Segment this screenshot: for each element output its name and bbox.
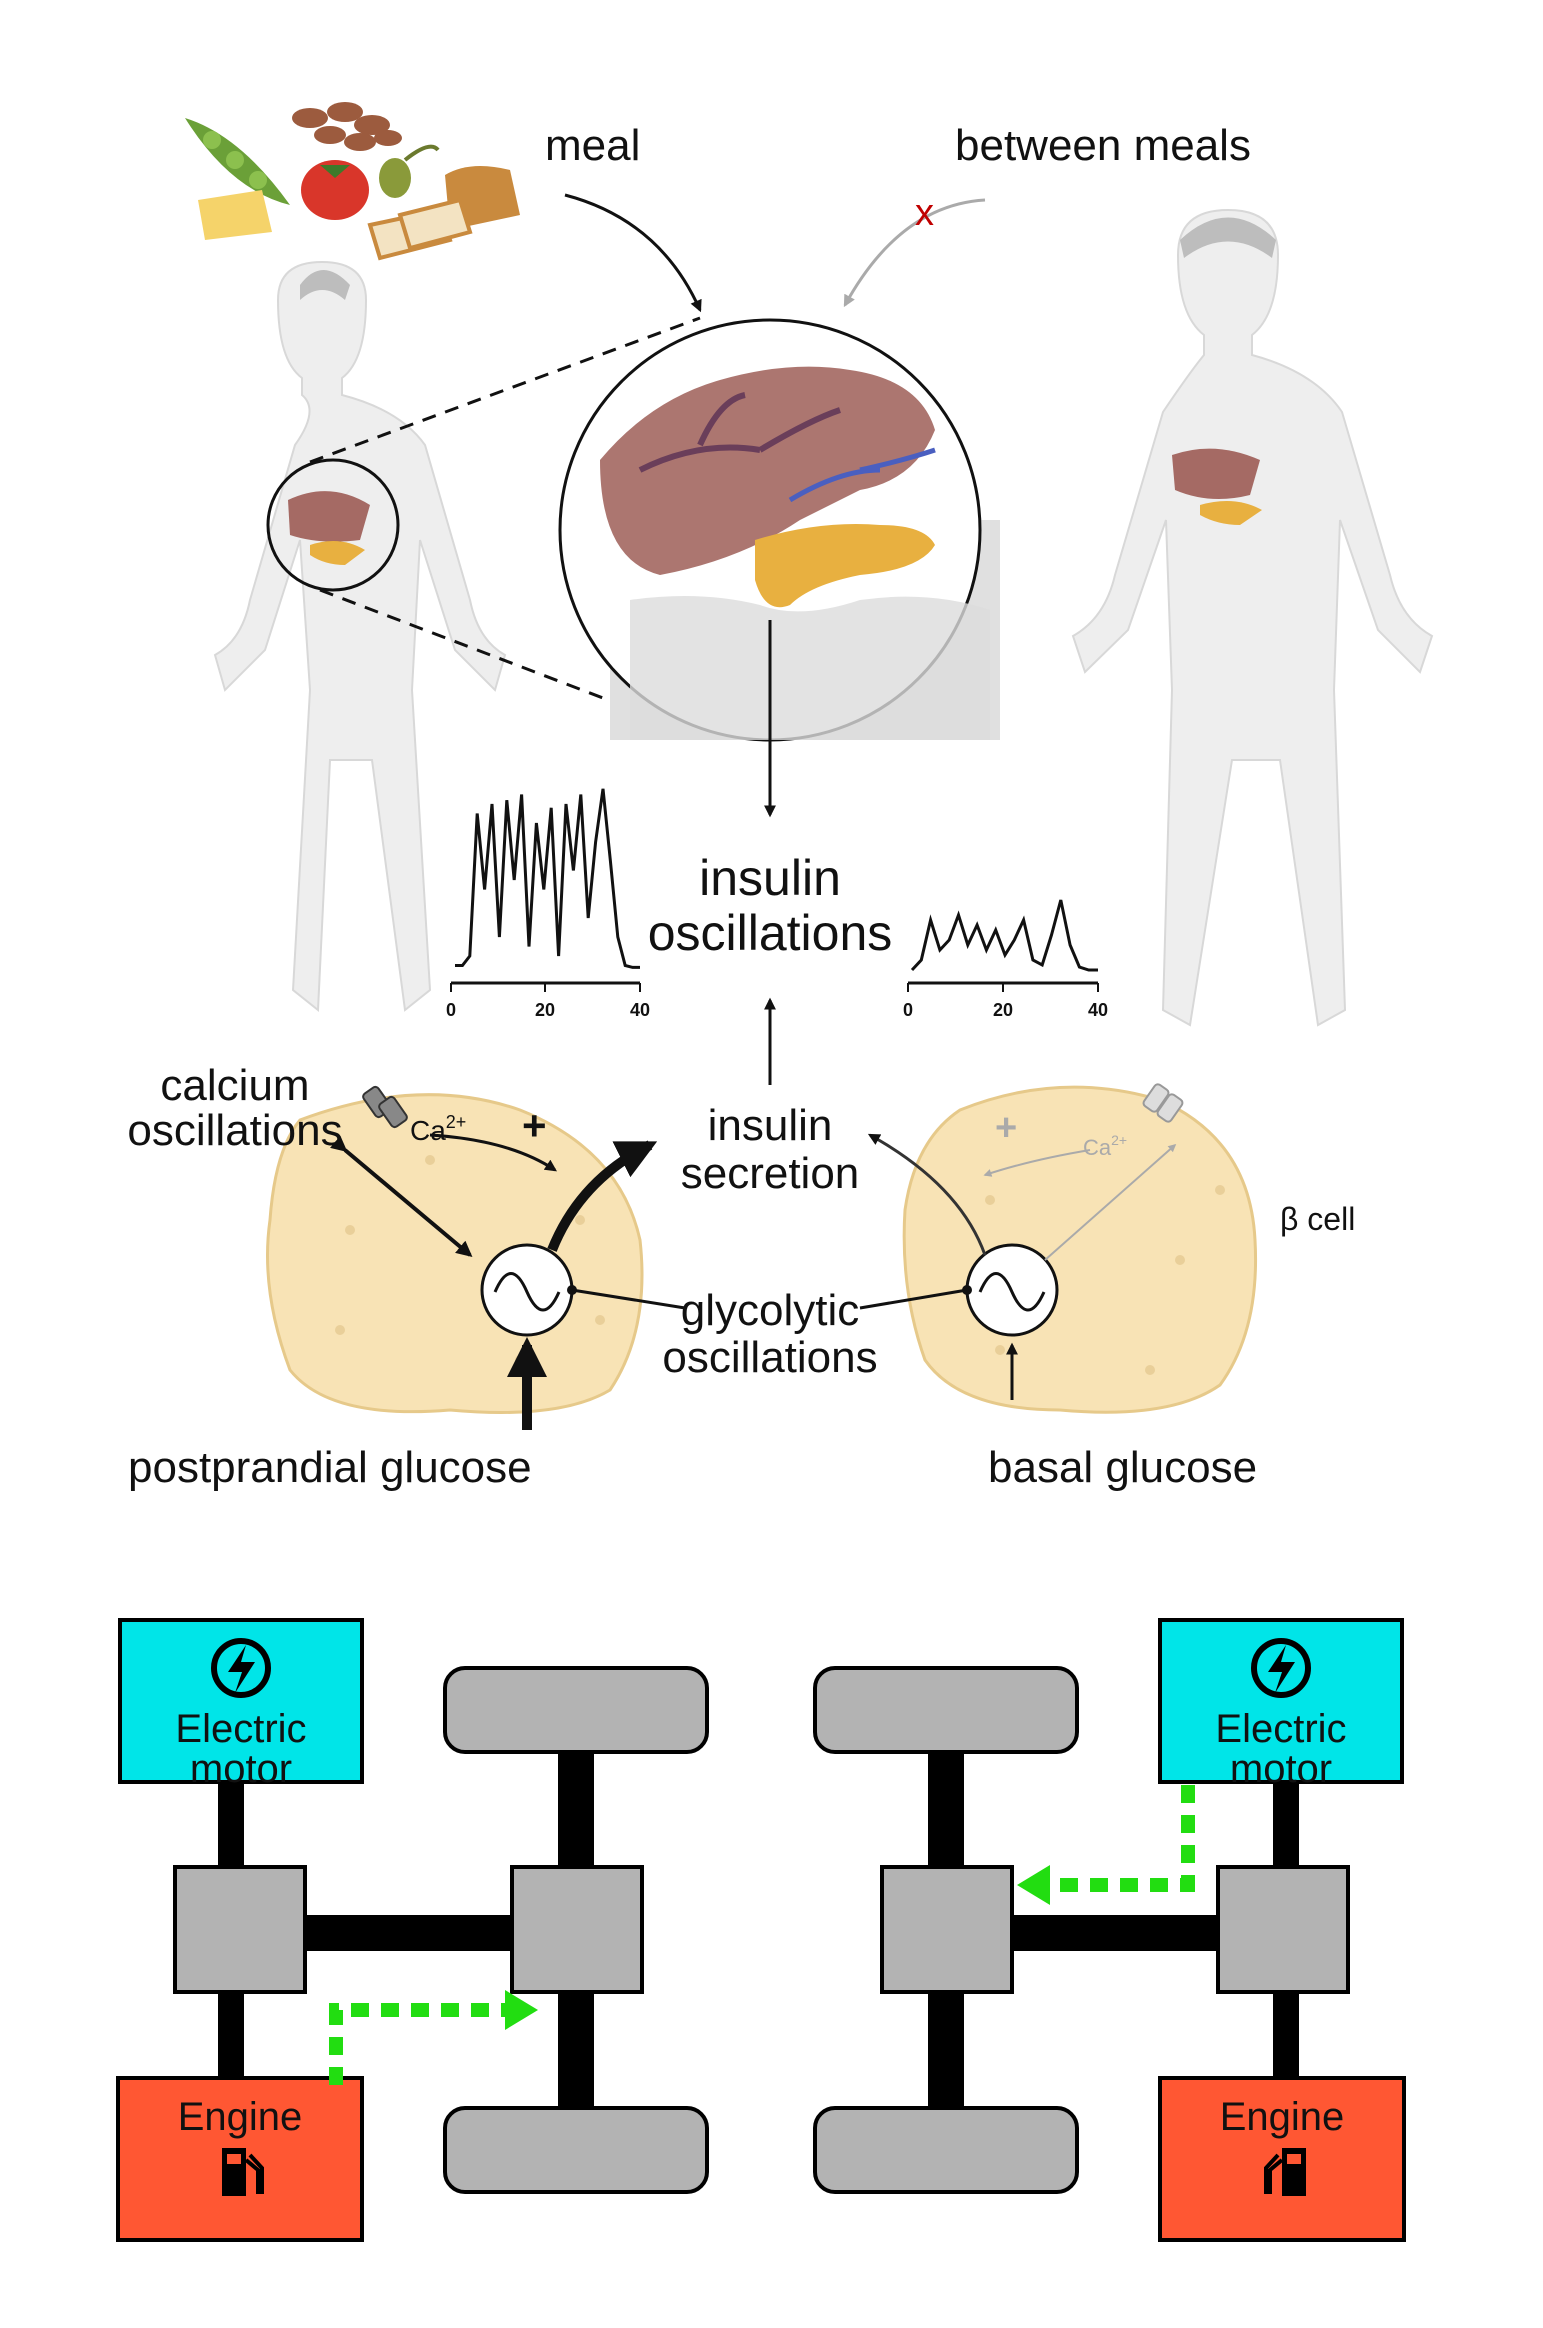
beta-cell-right [902,1085,1258,1414]
wheel-left-bottom [443,2106,709,2194]
insulin-oscillations-line1: insulin [699,850,841,906]
energy-flow-left [329,2003,505,2085]
glyco-leader-left [571,1288,686,1310]
trace-left-tick-20: 20 [535,1000,555,1020]
calcium-coupling-arrow [330,1135,473,1258]
beta-cell-label: β cell [1280,1201,1355,1237]
insulin-secretion-line1: insulin [708,1101,833,1150]
between-meals-arrow [843,198,986,308]
motor-label-right-line1: Electric [1215,1707,1346,1751]
wheel-right-bottom [813,2106,1079,2194]
fuel-pump-icon-right [1264,2148,1306,2196]
fuel-pump-icon-left [222,2148,264,2196]
channel-right-icon [1142,1083,1184,1123]
glycolytic-oscillations-line1: glycolytic [681,1286,860,1335]
gearbox-right-2 [1216,1865,1350,1994]
trace-right-line [910,899,1098,972]
glycolytic-oscillations-line2: oscillations [662,1333,877,1382]
trace-right-tick-0: 0 [903,1000,913,1020]
trace-right-tick-40: 40 [1088,1000,1108,1020]
right-body-figure [1071,208,1434,1027]
wheel-left-top [443,1666,709,1754]
engine-label-left: Engine [178,2095,303,2139]
trace-left-line [455,788,640,969]
calcium-ion-label: Ca2+ [410,1112,466,1146]
weak-calcium-arrow-right [1044,1143,1177,1261]
lightning-icon-right [1251,1638,1311,1698]
calcium-oscillations-line2: oscillations [127,1106,342,1155]
motor-label-left-line1: Electric [175,1707,306,1751]
gearbox-right-1 [880,1865,1014,1994]
food-illustration [185,102,520,261]
channel-left-icon [362,1085,408,1129]
zoom-circle-small [266,458,400,592]
trace-right-tick-20: 20 [993,1000,1013,1020]
glyco-leader-right [859,1288,968,1310]
left-body-figure [213,260,507,1013]
electric-motor-left [118,1618,364,1784]
engine-label-right: Engine [1220,2095,1345,2139]
axle-link-left [300,1915,520,1951]
organ-zoom [558,318,1000,742]
blocked-mark: x [915,192,934,234]
motor-label-right-line2: motor [1230,1747,1332,1791]
wheel-right-top [813,1666,1079,1754]
trace-left-tick-0: 0 [446,1000,456,1020]
calcium-effect-arrow-right [983,1149,1091,1177]
zoom-line-upper [309,316,701,464]
drivetrain-left: Electric motor Engine [116,1618,709,2242]
pancreas-shape [755,524,935,608]
secretion-arrow-right [867,1133,987,1256]
energy-flow-right [1050,1785,1195,1892]
axle-link-right [1010,1915,1240,1951]
trace-left: 0 20 40 [446,788,650,1020]
calcium-ion-label-right: Ca2+ [1083,1132,1127,1160]
trace-left-tick-40: 40 [630,1000,650,1020]
liver-shape [600,366,935,575]
meal-label: meal [545,121,640,170]
between-meals-label: between meals [955,121,1251,170]
gearbox-left-1 [173,1865,307,1994]
potentiation-plus-left: + [522,1102,547,1149]
meal-arrow [564,193,702,313]
calcium-effect-arrow-left [429,1133,557,1172]
gearbox-left-2 [510,1865,644,1994]
insulin-secretion-line2: secretion [681,1149,860,1198]
insulin-oscillations-line2: oscillations [648,905,893,961]
calcium-oscillations-line1: calcium [160,1061,309,1110]
potentiation-plus-right: + [995,1107,1017,1149]
motor-label-left-line2: motor [190,1747,292,1791]
secretion-arrow-left [547,1140,658,1252]
lightning-icon-left [211,1638,271,1698]
drivetrain-right: Electric motor Engine [813,1618,1406,2242]
small-organs [288,491,370,565]
trace-right: 0 20 40 [903,899,1108,1020]
basal-glucose-label: basal glucose [988,1443,1257,1492]
electric-motor-right [1158,1618,1404,1784]
postprandial-glucose-label: postprandial glucose [128,1443,532,1492]
